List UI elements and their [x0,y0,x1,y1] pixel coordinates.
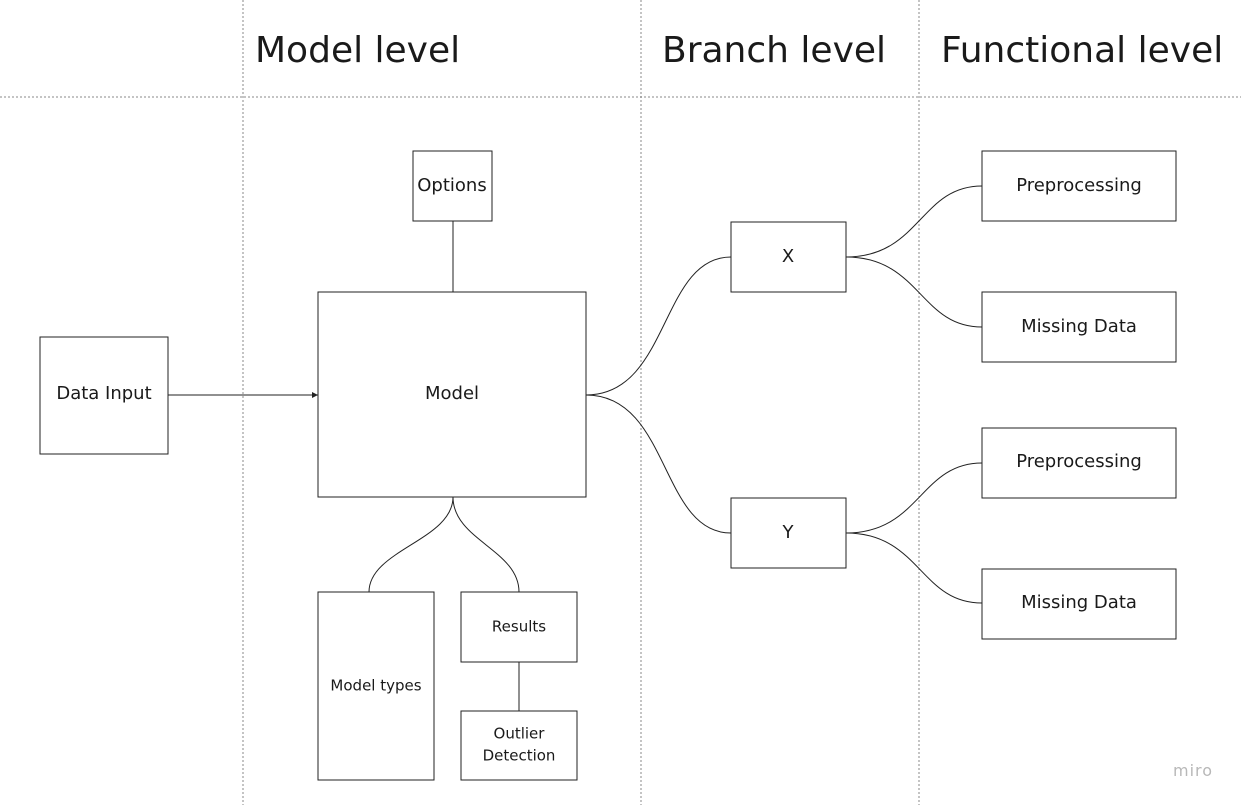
node-model-label: Model [425,383,479,404]
miro-watermark: miro [1173,761,1213,780]
node-results-label: Results [492,618,546,636]
edge-y-to-preprocessing [845,462,983,534]
edge-model-to-model-types [368,496,454,593]
node-y[interactable]: Y [730,497,847,569]
node-y-label: Y [782,522,795,543]
node-outlier-detection-label-line2: Detection [483,747,556,765]
node-x-label: X [782,246,794,267]
node-model-types[interactable]: Model types [317,591,435,781]
edge-model-to-x [585,256,732,396]
node-preprocessing-x[interactable]: Preprocessing [981,150,1177,222]
node-preprocessing-x-label: Preprocessing [1016,175,1142,196]
node-options-label: Options [417,175,486,196]
connectors [168,185,983,711]
edge-model-to-y [585,394,732,534]
node-missing-data-y-label: Missing Data [1021,592,1137,613]
node-results[interactable]: Results [460,591,578,663]
header-branch-level: Branch level [662,30,886,71]
node-preprocessing-y[interactable]: Preprocessing [981,427,1177,499]
node-missing-data-y[interactable]: Missing Data [981,568,1177,640]
node-model-types-label: Model types [330,677,421,695]
lane-headers: Model level Branch level Functional leve… [255,30,1223,71]
node-outlier-detection[interactable]: Outlier Detection [460,710,578,781]
node-options[interactable]: Options [412,150,493,222]
header-functional-level: Functional level [941,30,1223,71]
header-model-level: Model level [255,30,460,71]
edge-x-to-preprocessing [845,185,983,258]
node-data-input-label: Data Input [56,383,151,404]
node-outlier-detection-label-line1: Outlier [494,725,546,743]
node-missing-data-x[interactable]: Missing Data [981,291,1177,363]
node-preprocessing-y-label: Preprocessing [1016,451,1142,472]
node-x[interactable]: X [730,221,847,293]
edge-y-to-missing-data [845,532,983,604]
node-missing-data-x-label: Missing Data [1021,316,1137,337]
node-data-input[interactable]: Data Input [39,336,169,455]
node-model[interactable]: Model [317,291,587,498]
edge-x-to-missing-data [845,256,983,328]
edge-model-to-results [452,496,520,593]
